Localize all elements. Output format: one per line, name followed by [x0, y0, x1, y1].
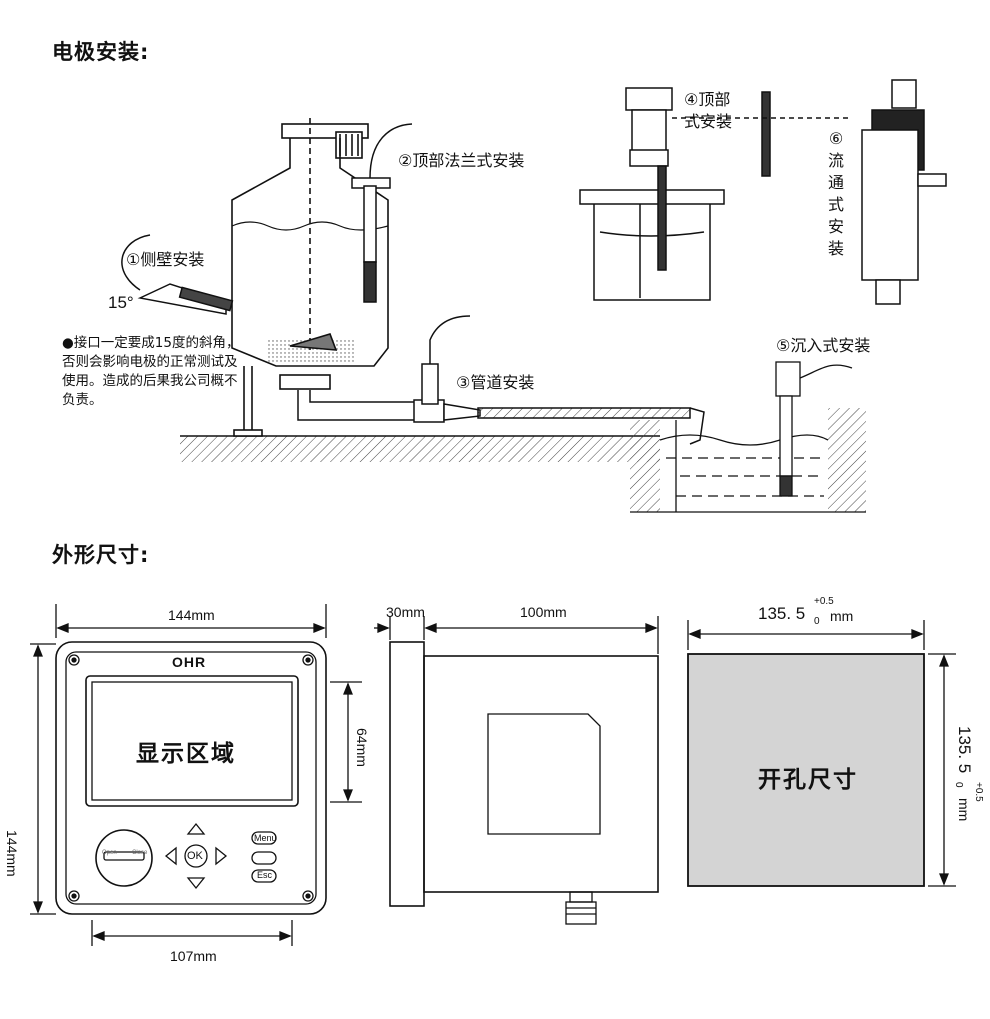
side-wall-label: ①侧壁安装 — [126, 250, 205, 269]
display-height-dim: 64mm — [354, 728, 370, 767]
cutout-width-tol-lower: 0 — [814, 616, 820, 627]
flow-through-label: ⑥流通式安装 — [827, 129, 844, 258]
installation-diagram — [121, 79, 947, 513]
usb-open-label: Open — [102, 850, 117, 856]
body-depth-dim: 100mm — [520, 604, 567, 620]
menu-key: Menu — [254, 833, 277, 843]
dimensions-section-title: 外形尺寸: — [52, 543, 150, 567]
cutout-height-dim: 135. 5 +0.5 0 mm — [948, 726, 984, 836]
front-height-dim: 144mm — [4, 830, 20, 877]
submerged-label: ⑤沉入式安装 — [776, 336, 871, 355]
top-mount-vessel — [579, 87, 850, 301]
top-mount-label-line1: ④顶部 — [684, 90, 731, 109]
cutout-height-tol-lower: 0 — [953, 782, 964, 788]
cutout-height-value: 135. 5 — [955, 726, 974, 774]
top-flange-label: ②顶部法兰式安装 — [398, 151, 525, 170]
display-area-label: 显示区域 — [136, 740, 236, 767]
cutout-width-unit: mm — [830, 608, 854, 624]
bezel-depth-dim: 30mm — [386, 604, 425, 620]
installation-note: ●接口一定要成15度的斜角，否则会影响电极的正常测试及使用。造成的后果我公司概不… — [62, 335, 240, 408]
side-wall-electrode — [121, 234, 234, 315]
pipeline — [297, 315, 705, 445]
cutout-height-unit: mm — [956, 798, 972, 822]
cutout-width-value: 135. 5 — [758, 604, 806, 623]
ground — [180, 408, 866, 513]
submerged-tank — [659, 361, 853, 512]
cutout-height-tol-upper: +0.5 — [973, 782, 984, 802]
front-width-dim: 144mm — [168, 607, 215, 623]
cutout-width-tol-upper: +0.5 — [814, 596, 834, 607]
cutout-width-dim: 135. 5 +0.5 0 mm — [758, 596, 853, 627]
installation-section-title: 电极安装: — [52, 40, 150, 64]
angle-label: 15° — [108, 293, 134, 312]
top-flange-electrode — [351, 123, 413, 303]
dimensions-diagram — [30, 604, 956, 946]
usb-close-label: Close — [132, 850, 148, 856]
flow-through-cell — [861, 79, 947, 305]
ok-key: OK — [187, 850, 203, 862]
brand-logo: OHR — [172, 654, 207, 670]
pipeline-label: ③管道安装 — [456, 373, 535, 392]
esc-key: Esc — [257, 870, 273, 880]
cutout-label: 开孔尺寸 — [758, 766, 858, 793]
keypad-width-dim: 107mm — [170, 948, 217, 964]
top-mount-label-line2: 式安装 — [684, 112, 733, 131]
